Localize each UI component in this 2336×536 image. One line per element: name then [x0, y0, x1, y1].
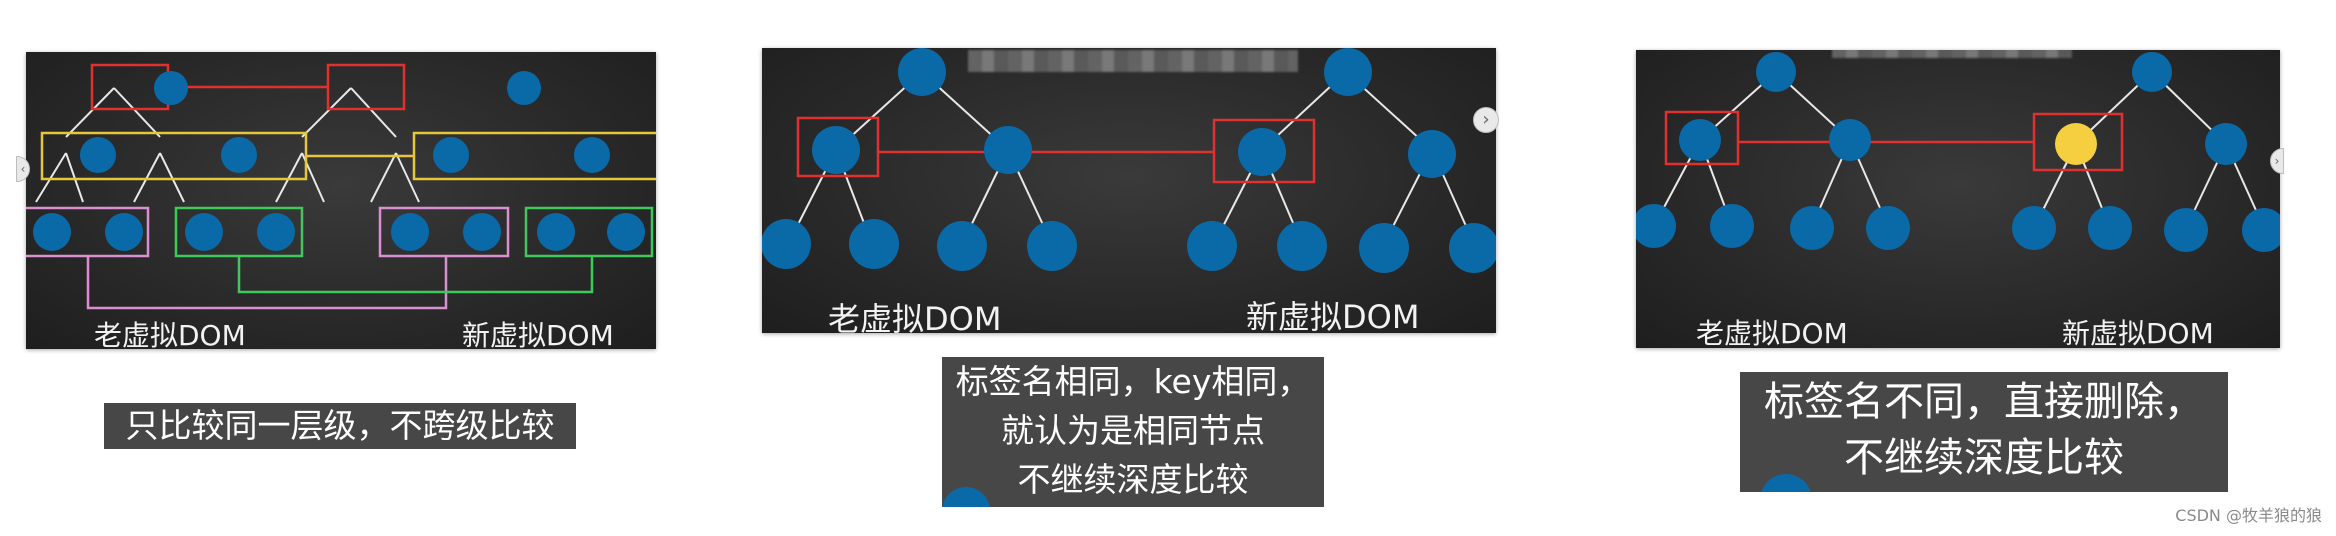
root-compare-box-new [326, 63, 406, 111]
same-node-box-old [796, 116, 880, 178]
chevron-left-icon[interactable]: ‹ [16, 156, 30, 182]
tree-diagram-1 [26, 63, 656, 310]
caption-2-line-1: 标签名相同，key相同， [955, 362, 1311, 401]
caption-background-node [942, 487, 990, 507]
tree-edges [1653, 71, 2265, 229]
tree-diagram-3 [1636, 52, 2280, 252]
level3-green-link [237, 256, 594, 294]
tree-nodes [33, 71, 645, 251]
level3-pink-box-new [378, 206, 510, 258]
watermark: CSDN @牧羊狼的狼 [2175, 506, 2322, 525]
new-dom-label: 新虚拟DOM [2062, 317, 2214, 348]
blurred-header [968, 50, 1298, 72]
blurred-header [1832, 50, 2072, 58]
new-dom-label: 新虚拟DOM [462, 319, 614, 349]
diagram-panel-2: 老虚拟DOM 新虚拟DOM [762, 48, 1496, 333]
caption-2-line-3: 不继续深度比较 [1017, 460, 1249, 499]
new-dom-label: 新虚拟DOM [1246, 298, 1420, 333]
old-dom-label: 老虚拟DOM [828, 300, 1002, 333]
tree-edges [787, 71, 1475, 245]
level3-green-box-new [524, 206, 654, 258]
diagram-panel-3: 老虚拟DOM 新虚拟DOM [1636, 50, 2280, 348]
caption-3-line-1: 标签名不同，直接删除， [1764, 379, 2204, 425]
level3-pink-box-old [26, 206, 150, 258]
diagram-panel-1: 老虚拟DOM 新虚拟DOM [26, 52, 656, 349]
caption-2-line-2: 就认为是相同节点 [1001, 411, 1265, 450]
caption-1-line-1: 只比较同一层级，不跨级比较 [125, 406, 555, 445]
tree-nodes [762, 48, 1496, 273]
old-dom-label: 老虚拟DOM [1696, 317, 1848, 348]
tree-edges [35, 87, 420, 203]
chevron-right-icon[interactable]: › [1473, 107, 1499, 133]
changed-node [2055, 123, 2097, 165]
caption-1: 只比较同一层级，不跨级比较 [104, 403, 576, 449]
caption-3: 标签名不同，直接删除， 不继续深度比较 [1740, 372, 2228, 492]
caption-3-line-2: 不继续深度比较 [1844, 435, 2124, 481]
old-dom-label: 老虚拟DOM [94, 319, 246, 349]
level3-pink-link [86, 256, 448, 310]
diff-node-box-old [1664, 110, 1740, 166]
tree-nodes [1636, 52, 2280, 252]
tree-diagram-2 [762, 48, 1496, 273]
caption-background-node [1761, 474, 1811, 492]
caption-2: 标签名相同，key相同， 就认为是相同节点 不继续深度比较 [942, 357, 1324, 507]
